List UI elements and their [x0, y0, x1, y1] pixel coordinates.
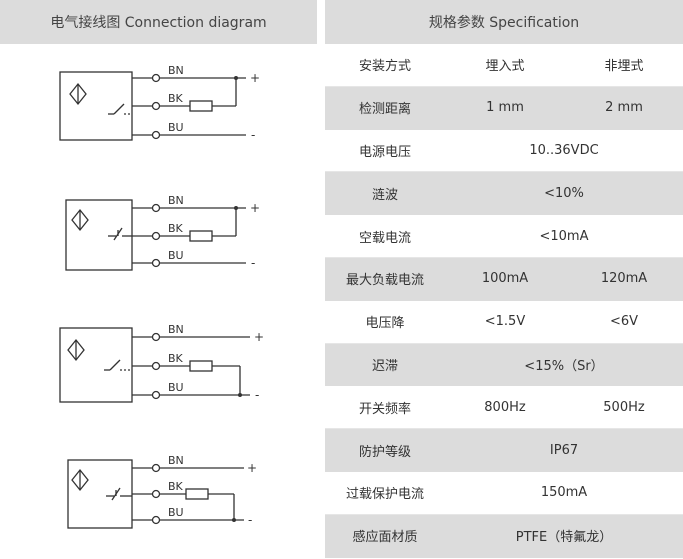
spec-row-hysteresis: 迟滞 <15%（Sr）: [325, 343, 683, 387]
spec-row-sensing-distance: 检测距离 1 mm 2 mm: [325, 86, 683, 130]
spec-row-overload-current: 过载保护电流 150mA: [325, 472, 683, 515]
spec-header: 规格参数 Specification: [325, 0, 683, 44]
connection-diagrams: 电气接线图 Connection diagram: [0, 0, 317, 559]
spec-value: IP67: [549, 442, 579, 458]
spec-value: PTFE（特氟龙）: [515, 530, 613, 546]
spec-label: 电压降: [365, 316, 405, 332]
terminal-minus: -: [248, 513, 252, 527]
sensor-symbol-icon: [71, 208, 89, 232]
spec-value: <15%（Sr）: [524, 358, 604, 374]
terminal-minus: -: [255, 388, 259, 402]
spec-label: 防护等级: [358, 444, 411, 460]
diagram-3: BN BK BU + -: [0, 304, 317, 414]
spec-row-supply-voltage: 电源电压 10..36VDC: [325, 130, 683, 173]
wire-label-bu: BU: [168, 121, 184, 134]
spec-label: 感应面材质: [352, 530, 418, 546]
spec-value-nonflush: 120mA: [600, 271, 648, 287]
specification-panel: 规格参数 Specification 安装方式 埋入式 非埋式 检测距离 1 m…: [325, 0, 683, 559]
wire-label-bn: BN: [168, 454, 184, 467]
wire-label-bn: BN: [168, 194, 184, 207]
spec-row-voltage-drop: 电压降 <1.5V <6V: [325, 301, 683, 344]
diagram-1: BN BK BU + -: [0, 44, 317, 154]
sensor-body: [65, 199, 133, 271]
spec-label: 涟波: [371, 187, 398, 203]
spec-value: <10mA: [539, 228, 589, 244]
spec-value-nonflush: 2 mm: [605, 100, 643, 116]
spec-value-flush: 100mA: [481, 271, 529, 287]
switch-contact-icon: [113, 103, 125, 115]
spec-row-max-load-current: 最大负载电流 100mA 120mA: [325, 257, 683, 301]
wire-label-bu: BU: [168, 381, 184, 394]
switch-contact-icon: [109, 359, 121, 371]
spec-label: 电源电压: [358, 144, 411, 160]
wiring-diagram-2: BN BK BU + -: [65, 194, 260, 271]
terminal-minus: -: [251, 128, 255, 142]
spec-row-sensing-face-material: 感应面材质 PTFE（特氟龙）: [325, 514, 683, 558]
wire-label-bk: BK: [168, 222, 184, 235]
spec-value-nonflush: 500Hz: [603, 399, 645, 415]
load-resistor: [189, 230, 213, 242]
sensor-body: [67, 459, 133, 529]
spec-label: 过载保护电流: [345, 487, 424, 503]
diagram-2: BN BK BU + -: [0, 174, 317, 284]
wire-label-bk: BK: [168, 480, 184, 493]
spec-row-protection-class: 防护等级 IP67: [325, 429, 683, 472]
sensor-symbol-icon: [71, 468, 89, 492]
wire-label-bu: BU: [168, 506, 184, 519]
spec-value: 10..36VDC: [529, 142, 599, 158]
terminal-plus: +: [250, 71, 260, 85]
spec-value-flush: 1 mm: [486, 100, 524, 116]
diagrams-header: 电气接线图 Connection diagram: [0, 0, 317, 44]
spec-label: 检测距离: [358, 102, 411, 118]
sensor-symbol-icon: [69, 82, 87, 106]
spec-row-no-load-current: 空载电流 <10mA: [325, 215, 683, 258]
wiring-diagram-3: BN BK BU + -: [59, 323, 264, 403]
sensor-symbol-icon: [67, 338, 85, 362]
spec-label: 安装方式: [358, 59, 411, 75]
wiring-diagram-1: BN BK BU + -: [59, 64, 260, 142]
sensor-body: [59, 327, 133, 403]
wire-label-bk: BK: [168, 92, 184, 105]
spec-value-flush: 800Hz: [484, 399, 526, 415]
spec-value-flush: 埋入式: [485, 59, 525, 75]
spec-value-flush: <1.5V: [484, 314, 526, 330]
terminal-plus: +: [250, 201, 260, 215]
terminal-minus: -: [251, 256, 255, 270]
spec-value-nonflush: 非埋式: [604, 59, 644, 75]
terminal-plus: +: [254, 330, 264, 344]
wire-label-bk: BK: [168, 352, 184, 365]
spec-table: 安装方式 埋入式 非埋式 检测距离 1 mm 2 mm 电源电压 10..36V…: [325, 44, 683, 558]
spec-value-nonflush: <6V: [609, 314, 639, 330]
terminal-plus: +: [247, 461, 257, 475]
spec-label: 迟滞: [371, 358, 398, 374]
spec-value: 150mA: [540, 485, 588, 501]
wire-label-bn: BN: [168, 323, 184, 336]
wire-label-bu: BU: [168, 249, 184, 262]
spec-row-switching-frequency: 开关频率 800Hz 500Hz: [325, 386, 683, 430]
load-resistor: [189, 360, 213, 372]
diagram-4: BN BK BU + -: [0, 434, 317, 544]
spec-value: <10%: [544, 185, 584, 201]
spec-label: 最大负载电流: [345, 273, 424, 289]
wire-label-bn: BN: [168, 64, 184, 77]
spec-label: 空载电流: [358, 230, 411, 246]
spec-row-mounting: 安装方式 埋入式 非埋式: [325, 44, 683, 87]
spec-label: 开关频率: [358, 401, 411, 417]
spec-row-ripple: 涟波 <10%: [325, 172, 683, 216]
load-resistor: [189, 100, 213, 112]
wiring-diagram-4: BN BK BU + -: [67, 454, 257, 529]
load-resistor: [185, 488, 209, 500]
